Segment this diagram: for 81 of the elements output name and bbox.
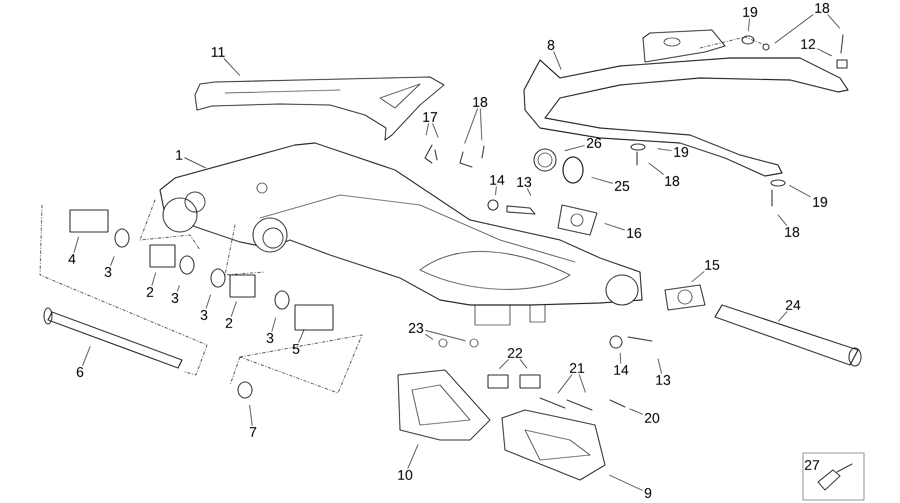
leader-line xyxy=(520,359,528,368)
leader-line xyxy=(177,285,180,292)
callout-number: 5 xyxy=(292,344,300,354)
callout-number: 1 xyxy=(176,150,182,160)
leader-line xyxy=(648,162,664,175)
leader-line xyxy=(774,14,814,44)
leader-line xyxy=(692,271,704,282)
leader-line xyxy=(620,352,621,364)
callout-number: 18 xyxy=(665,176,680,186)
callout-number: 8 xyxy=(548,40,554,50)
leader-line xyxy=(480,108,482,140)
callout-number: 22 xyxy=(508,348,522,358)
callout-number: 14 xyxy=(614,365,628,375)
leader-line xyxy=(778,214,787,226)
callout-number: 3 xyxy=(104,267,112,277)
leader-line xyxy=(578,374,586,393)
leader-line xyxy=(828,14,840,28)
leader-line xyxy=(495,186,497,196)
leader-line xyxy=(74,236,79,253)
leader-line xyxy=(592,177,613,184)
callout-number: 25 xyxy=(614,181,630,191)
callout-number: 16 xyxy=(627,228,642,238)
callout-number: 2 xyxy=(146,287,154,297)
leader-line xyxy=(817,48,832,56)
leader-line xyxy=(527,188,532,196)
callout-number: 18 xyxy=(815,3,830,13)
callout-number: 11 xyxy=(212,47,225,57)
callout-number: 21 xyxy=(570,363,584,373)
leader-line xyxy=(464,108,478,144)
callout-number: 13 xyxy=(656,375,670,385)
callout-number: 26 xyxy=(586,138,602,148)
leader-line xyxy=(426,123,429,136)
callout-number: 20 xyxy=(644,413,660,423)
leader-line xyxy=(231,301,237,317)
callout-number: 4 xyxy=(68,254,76,264)
leader-line xyxy=(564,145,585,151)
leader-line xyxy=(748,18,750,32)
leader-line xyxy=(604,223,625,230)
callout-number: 19 xyxy=(743,7,758,17)
leader-line xyxy=(629,408,643,414)
leader-line xyxy=(425,330,466,341)
callout-number: 15 xyxy=(705,260,720,270)
leader-line xyxy=(553,51,562,70)
leader-line xyxy=(408,444,418,469)
leader-line xyxy=(658,148,672,151)
leader-line xyxy=(272,318,276,332)
callout-number: 13 xyxy=(517,177,532,187)
leader-line xyxy=(110,256,114,266)
leader-line xyxy=(184,157,206,168)
callout-number: 17 xyxy=(423,112,438,122)
callout-number: 18 xyxy=(785,227,800,237)
leader-line xyxy=(249,404,252,426)
callout-number: 24 xyxy=(786,300,800,310)
callout-box: 27 xyxy=(802,452,864,500)
callout-number: 10 xyxy=(398,470,412,480)
leader-line xyxy=(432,123,438,138)
callout-number: 14 xyxy=(490,175,504,185)
leader-line xyxy=(152,272,156,286)
callout-number: 19 xyxy=(674,147,688,157)
callout-number: 19 xyxy=(813,197,828,207)
callout-number: 23 xyxy=(408,323,424,333)
callout-number: 2 xyxy=(226,318,232,328)
leader-line xyxy=(609,474,643,491)
callout-number: 18 xyxy=(473,97,488,107)
leader-line xyxy=(298,329,304,343)
leader-line xyxy=(425,334,434,340)
leader-line xyxy=(224,58,240,76)
callout-number: 3 xyxy=(172,293,178,303)
callout-number: 3 xyxy=(200,310,208,320)
leader-line xyxy=(658,358,662,374)
callout-number: 3 xyxy=(266,333,274,343)
leader-line xyxy=(499,359,509,369)
callout-number: 7 xyxy=(250,427,256,437)
leader-line xyxy=(82,346,90,366)
callout-number: 9 xyxy=(644,488,652,498)
callout-number: 6 xyxy=(76,367,84,377)
leader-line xyxy=(778,311,788,322)
leader-line xyxy=(789,185,811,198)
callout-number: 12 xyxy=(801,39,816,49)
leader-line xyxy=(206,294,211,309)
leader-line xyxy=(558,374,572,394)
